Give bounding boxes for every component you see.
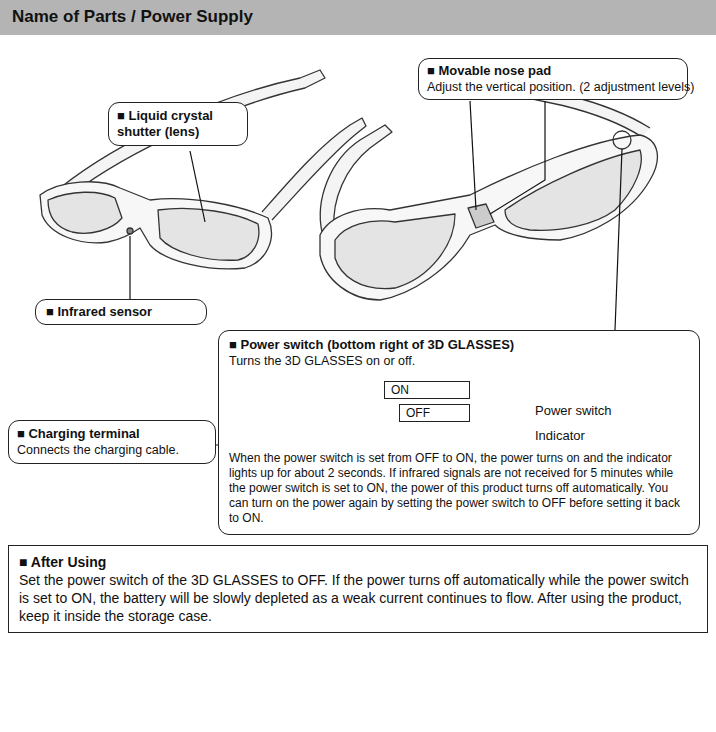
callout-heading: OFF [406, 406, 463, 420]
callout-text: Set the power switch of the 3D GLASSES t… [19, 571, 697, 625]
callout-box: ■ Charging terminalConnects the charging… [8, 420, 216, 464]
note-box: ■ After UsingSet the power switch of the… [8, 545, 708, 633]
callout-text: When the power switch is set from OFF to… [229, 451, 689, 526]
callout-heading: ■ Movable nose pad [427, 63, 679, 79]
switch-position: ON [384, 381, 470, 399]
callout-box: ■ Movable nose padAdjust the vertical po… [418, 58, 688, 100]
part-label: Power switch [533, 403, 614, 419]
part-label: Indicator [533, 428, 587, 444]
callout-heading: ■ Infrared sensor [46, 304, 196, 320]
callout-text: Connects the charging cable. [17, 442, 207, 458]
callout-heading: ■ Power switch (bottom right of 3D GLASS… [229, 337, 689, 353]
callout-box: ■ Infrared sensor [35, 299, 207, 325]
switch-position: OFF [399, 404, 470, 422]
callout-heading: ON [391, 383, 463, 397]
callout-heading: ■ Liquid crystal shutter (lens) [117, 108, 239, 140]
callout-heading: ■ After Using [19, 553, 697, 571]
callout-text: Turns the 3D GLASSES on or off. [229, 353, 689, 369]
page-title: Name of Parts / Power Supply [12, 7, 716, 27]
callout-box: ■ Liquid crystal shutter (lens) [108, 102, 248, 146]
callout-heading: ■ Charging terminal [17, 426, 207, 442]
callout-box: ■ Power switch (bottom right of 3D GLASS… [218, 330, 700, 535]
callout-text: Adjust the vertical position. (2 adjustm… [427, 79, 679, 95]
